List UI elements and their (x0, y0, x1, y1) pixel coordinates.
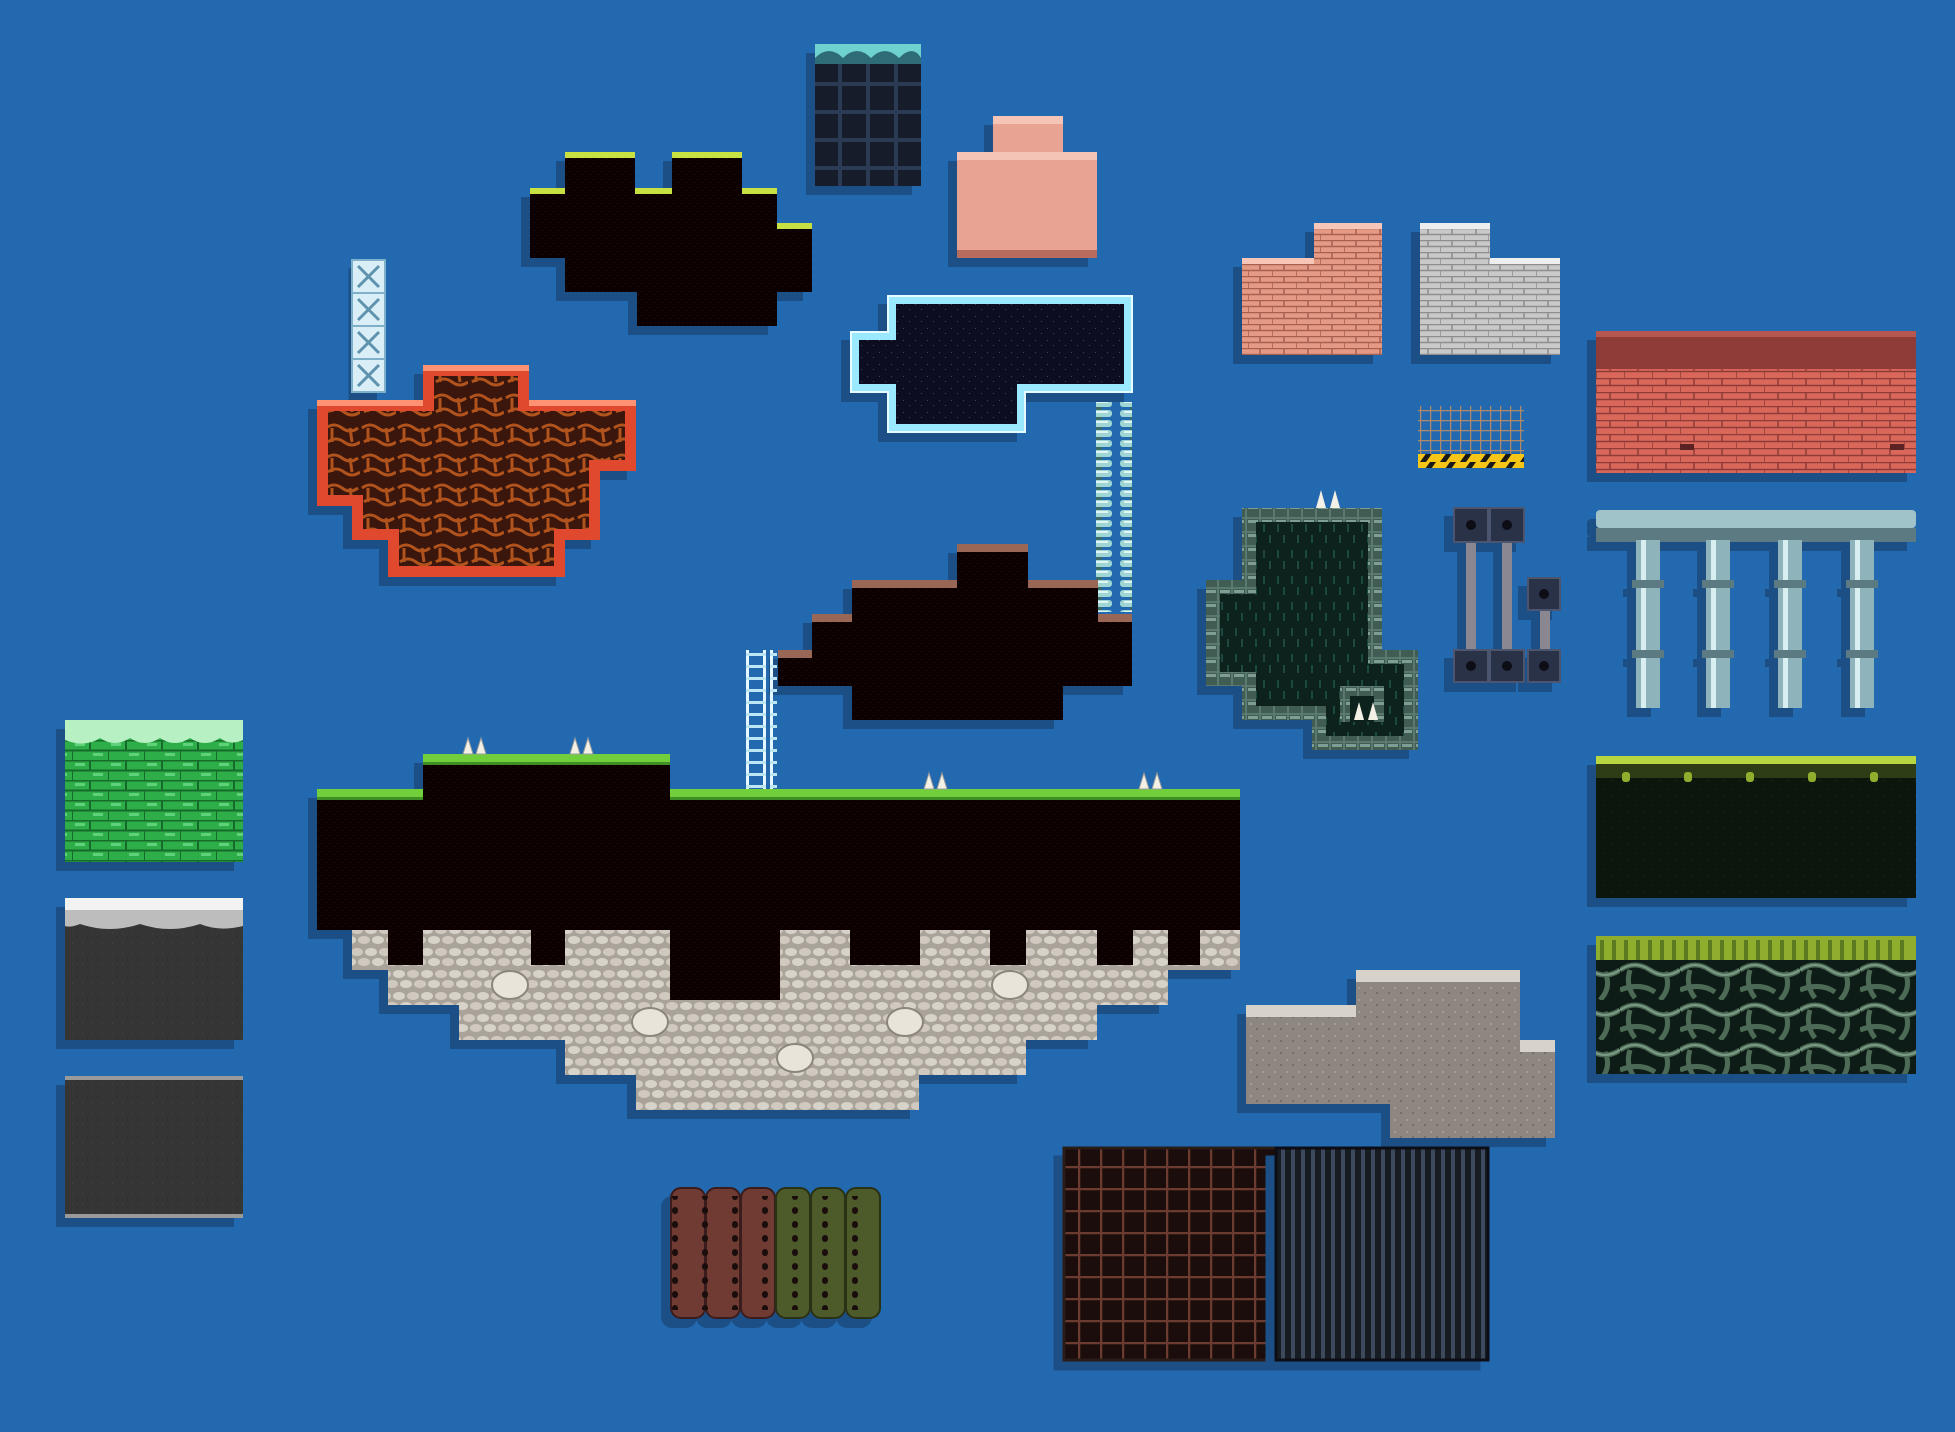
green-brick-panel (65, 720, 243, 862)
pipe-bridge (1596, 510, 1916, 708)
sewer-spikes (1316, 490, 1378, 720)
rust-grate (1062, 1146, 1278, 1362)
fence-hazard (1418, 406, 1524, 468)
middle-cave-block (778, 544, 1132, 720)
red-brick-wall (1596, 331, 1916, 473)
barrel-row (670, 1187, 881, 1319)
sewer-block (1206, 508, 1418, 750)
salmon-brick-block (1242, 223, 1382, 355)
steel-grate (1274, 1146, 1490, 1362)
dark-grey-panel (65, 1076, 243, 1218)
main-floating-island (317, 754, 1240, 1110)
lava-block (317, 365, 636, 577)
spring-column (1096, 402, 1132, 612)
gravel-block (1246, 970, 1555, 1138)
ladder (743, 650, 777, 792)
piston-machine (1453, 507, 1561, 683)
vine-stone-panel (1596, 936, 1916, 1074)
mossy-cave-block (530, 152, 812, 326)
spike-group (462, 736, 1163, 790)
snow-grey-panel (65, 898, 243, 1040)
slate-tile-block (815, 44, 921, 186)
crate-stack (351, 259, 386, 393)
ice-space-block (850, 295, 1133, 433)
mossy-dark-panel (1596, 756, 1916, 898)
salmon-plaster-block (957, 116, 1097, 258)
grey-brick-block (1420, 223, 1560, 355)
